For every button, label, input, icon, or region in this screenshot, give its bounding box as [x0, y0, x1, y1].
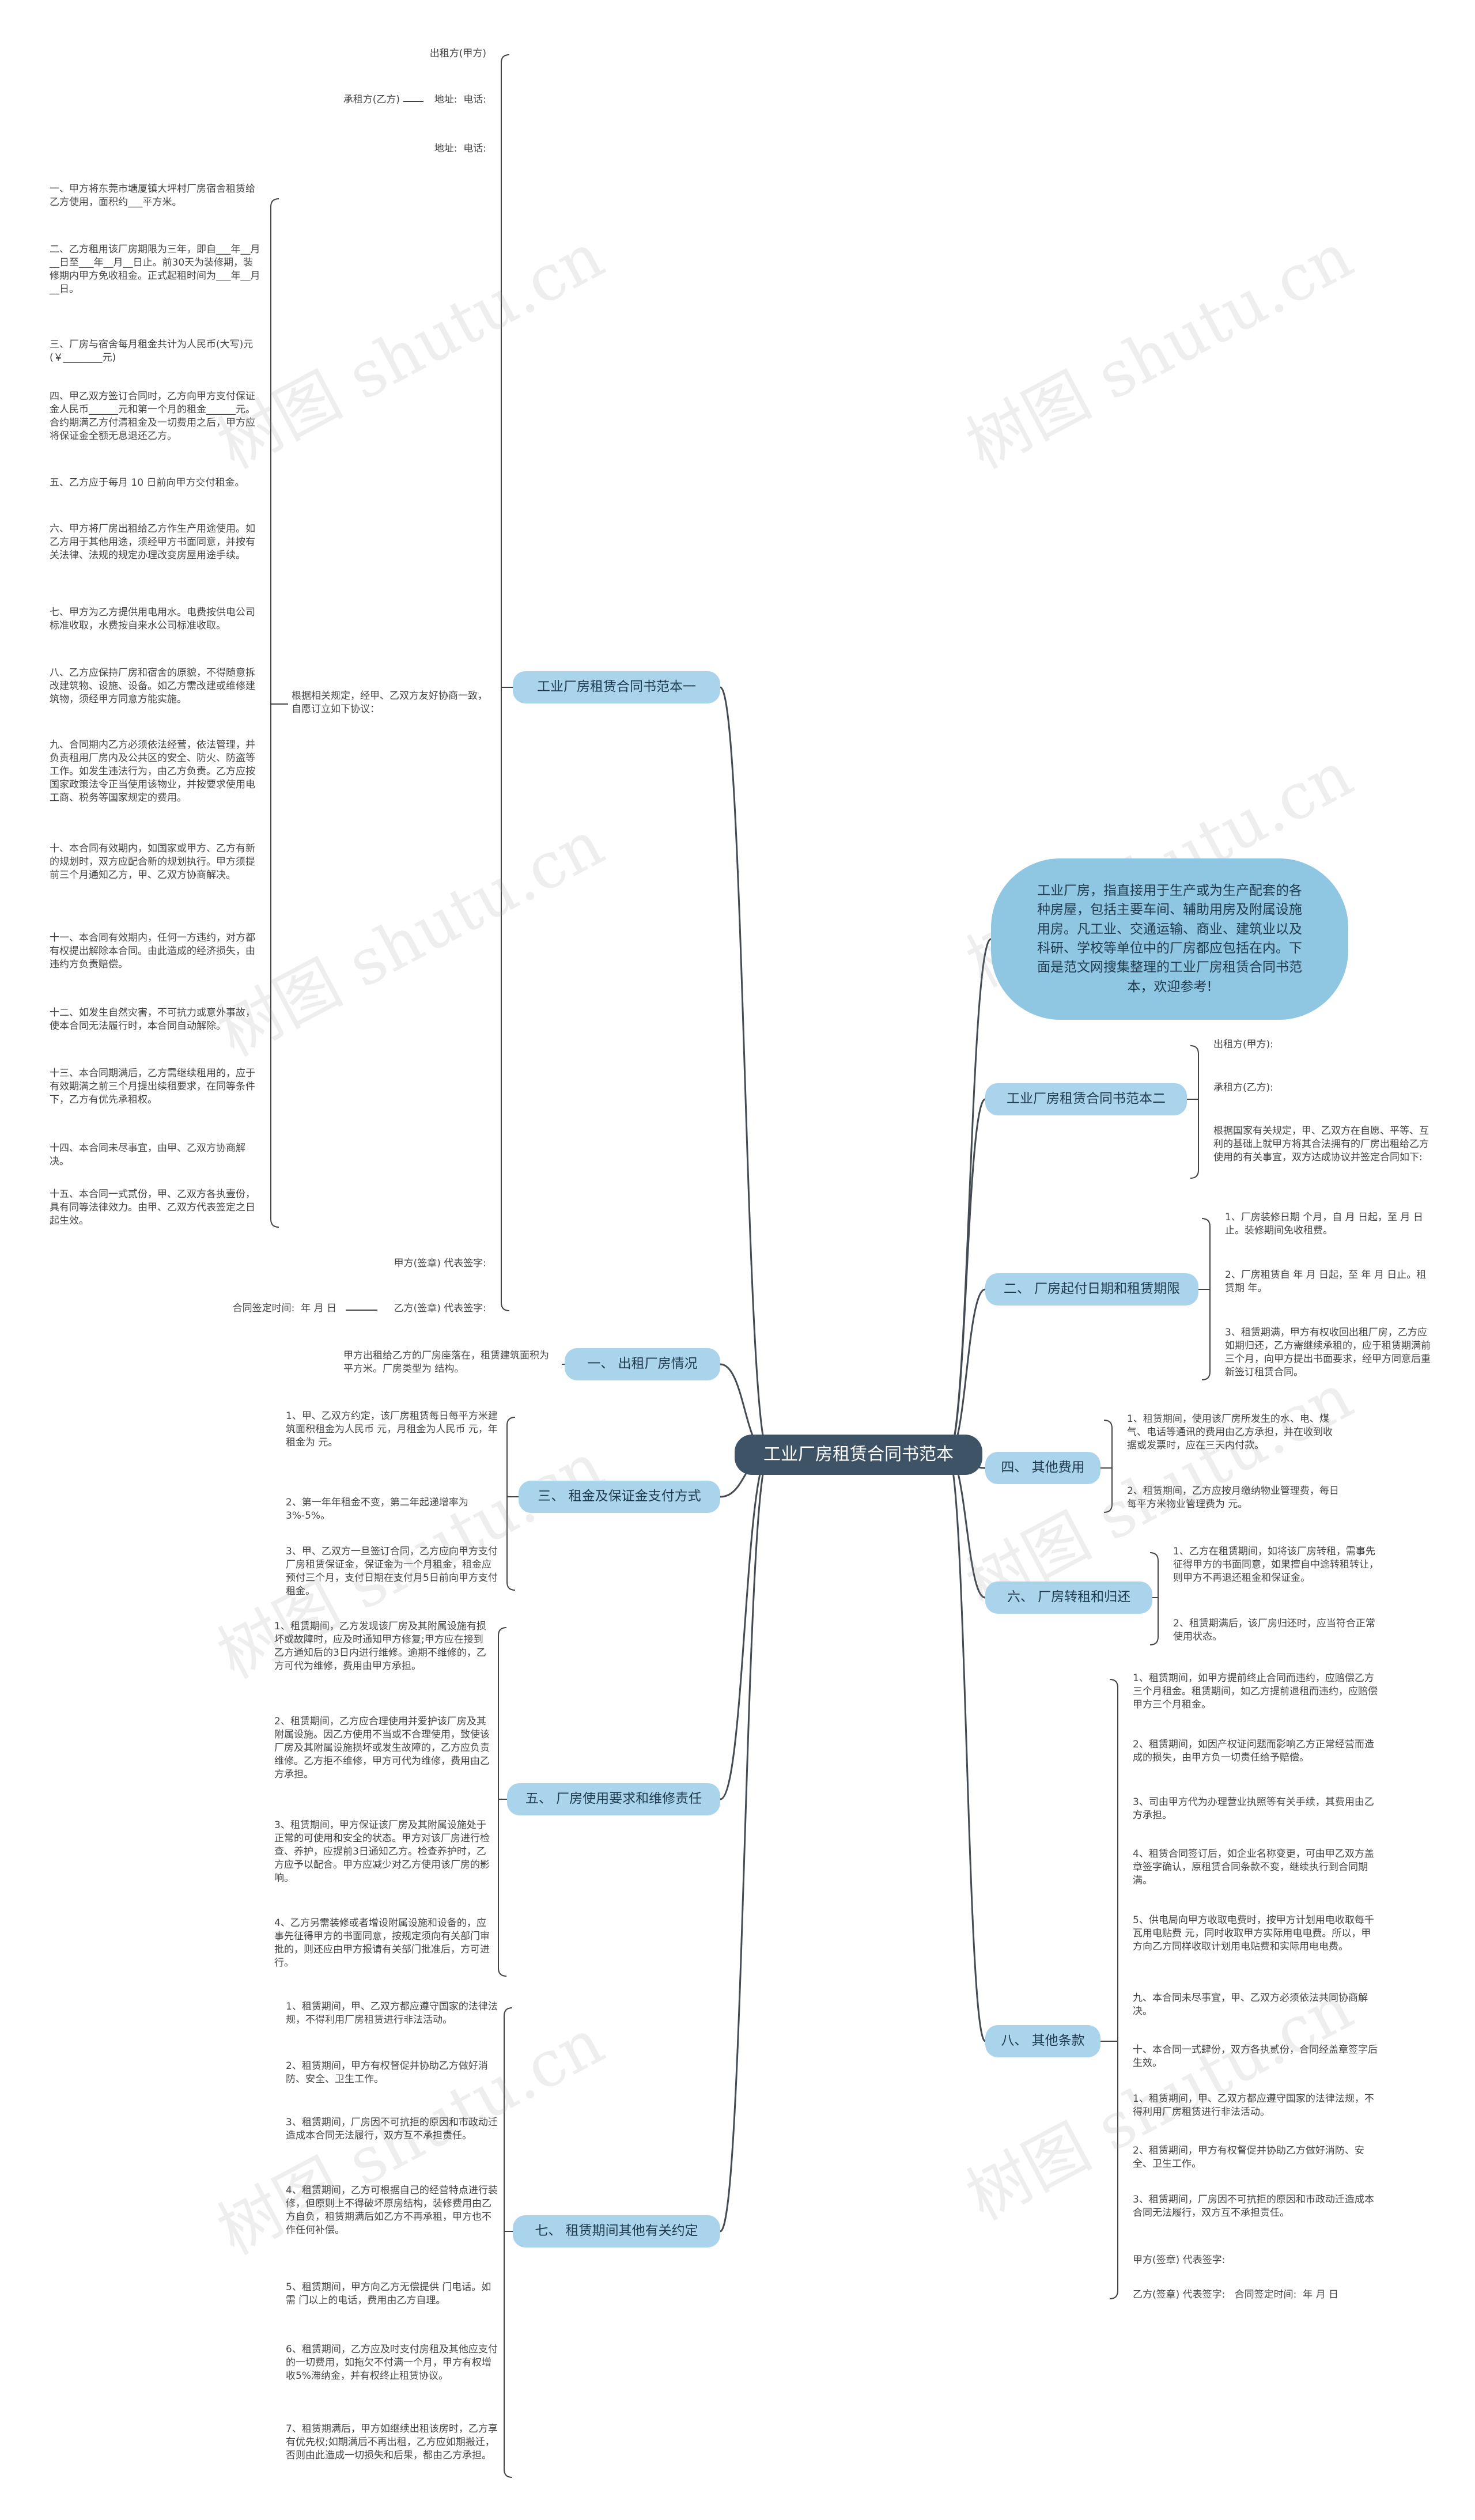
connector-line [1103, 1420, 1113, 1513]
connector-line [720, 1454, 770, 1800]
branch8-item: 2、租赁期间，乙方应按月缴纳物业管理费，每日每平方米物业管理费为 元。 [1127, 1485, 1339, 1510]
branch10-item: 甲方(签章) 代表签字: [1133, 2254, 1226, 2266]
branch10-item: 1、租赁期间，甲、乙双方都应遵守国家的法律法规，不得利用厂房租赁进行非法活动。 [1133, 2093, 1374, 2118]
branch1-clause: 十一、本合同有效期内，任何一方违约，对方都有权提出解除本合同。由此造成的经济损失… [50, 932, 255, 970]
branch1-clause: 十、本合同有效期内，如国家或甲方、乙方有新的规划时，双方应配合新的规划执行。甲方… [50, 843, 255, 881]
connector-line [947, 1288, 986, 1456]
branch10-item: 2、租赁期间，如因产权证问题而影响乙方正常经营而造成的损失，由甲方负一切责任给予… [1133, 1739, 1374, 1764]
branch1-clause: 六、甲方将厂房出租给乙方作生产用途使用。如乙方用于其他用途，须经甲方书面同意，并… [50, 523, 255, 561]
connector-line [1149, 1552, 1159, 1645]
branch2-label[interactable]: 一、 出租厂房情况 [565, 1348, 720, 1380]
connector-line [270, 198, 279, 1228]
branch1-label[interactable]: 工业厂房租赁合同书范本一 [513, 671, 720, 703]
branch10-item: 4、租赁合同签订后，如企业名称变更，可由甲乙双方盖章签字确认，原租赁合同条款不变… [1133, 1848, 1374, 1886]
branch9-item: 2、租赁期满后，该厂房归还时，应当符合正常使用状态。 [1173, 1618, 1375, 1643]
connector-line [1190, 1045, 1199, 1179]
branch1-clause: 十三、本合同期满后，乙方需继续租用的，应于有效期满之前三个月提出续租要求，在同等… [50, 1068, 255, 1106]
branch10-item: 3、司由甲方代为办理营业执照等有关手续，其费用由乙方承担。 [1133, 1796, 1374, 1821]
branch10-label[interactable]: 八、 其他条款 [985, 2025, 1100, 2057]
branch1-clause: 八、乙方应保持厂房和宿舍的原貌，不得随意拆改建筑物、设施、设备。如乙方需改建或维… [50, 667, 255, 705]
branch7-item: 2、厂房租赁自 年 月 日起，至 年 月 日止。租赁期 年。 [1225, 1269, 1427, 1294]
branch7-item: 1、厂房装修日期 个月，自 月 日起，至 月 日止。装修期间免收租费。 [1225, 1212, 1423, 1236]
branch5-item: 3、租赁期间，厂房因不可抗拒的原因和市政动迁造成本合同无法履行，双方互不承担责任… [286, 2117, 498, 2141]
branch7-label[interactable]: 二、 厂房起付日期和租赁期限 [985, 1273, 1198, 1306]
branch5-label[interactable]: 七、 租赁期间其他有关约定 [513, 2215, 720, 2247]
connector-line [504, 2007, 513, 2478]
connector-line [947, 1454, 986, 2042]
branch3-item: 3、甲、乙双方一旦签订合同，乙方应向甲方支付厂房租赁保证金，保证金为一个月租金，… [286, 1546, 498, 1597]
branch1-preface: 根据相关规定，经甲、乙双方友好协商一致，自愿订立如下协议： [292, 690, 487, 715]
branch4-label[interactable]: 五、 厂房使用要求和维修责任 [507, 1783, 720, 1815]
branch3-item: 1、甲、乙双方约定，该厂房租赁每日每平方米建筑面积租金为人民币 元，月租金为人民… [286, 1410, 498, 1448]
branch4-item: 2、租赁期间，乙方应合理使用并爱护该厂房及其附属设施。因乙方使用不当或不合理使用… [274, 1716, 490, 1780]
branch10-item: 1、租赁期间，如甲方提前终止合同而违约，应赔偿乙方三个月租金。租赁期间，如乙方提… [1133, 1673, 1378, 1711]
branch1-lessee: 承租方(乙方) [343, 94, 400, 105]
intro-node: 工业厂房，指直接用于生产或为生产配套的各种房屋，包括主要车间、辅助用房及附属设施… [991, 858, 1348, 1020]
branch1-address2: 地址: 电话: [434, 143, 486, 154]
branch5-item: 5、租赁期间，甲方向乙方无偿提供 门电话。如需 门以上的电话，费用由乙方自理。 [286, 2281, 491, 2306]
connector-line [1109, 1679, 1118, 2299]
branch1-clause: 四、甲乙双方签订合同时，乙方向甲方支付保证金人民币______元和第一个月的租金… [50, 391, 255, 442]
connector-line [719, 686, 770, 1456]
branch1-clause: 七、甲方为乙方提供用电用水。电费按供电公司标准收取，水费按自来水公司标准收取。 [50, 607, 255, 631]
branch5-item: 2、租赁期间，甲方有权督促并协助乙方做好消防、安全、卫生工作。 [286, 2060, 488, 2085]
root-node[interactable]: 工业厂房租赁合同书范本 [735, 1435, 982, 1475]
branch10-item: 乙方(签章) 代表签字: 合同签定时间: 年 月 日 [1133, 2289, 1338, 2300]
branch6-item: 根据国家有关规定，甲、乙双方在自愿、平等、互利的基础上就甲方将其合法拥有的厂房出… [1213, 1125, 1429, 1163]
branch1-clause: 九、合同期内乙方必须依法经营，依法管理，并负责租用厂房内及公共区的安全、防火、防… [50, 739, 255, 804]
branch5-item: 7、租赁期满后，甲方如继续出租该房时，乙方享有优先权;如期满后不再出租，乙方应如… [286, 2423, 498, 2461]
branch10-item: 十、本合同一式肆份，双方各执贰份，合同经盖章签字后生效。 [1133, 2044, 1378, 2069]
connector-line [498, 1627, 507, 1977]
connector-line [501, 54, 510, 1311]
branch1-lessor: 出租方(甲方) [429, 48, 486, 59]
branch1-sign-b: 乙方(签章) 代表签字: [394, 1303, 486, 1314]
branch6-item: 承租方(乙方): [1213, 1082, 1273, 1093]
branch10-item: 3、租赁期间，厂房因不可抗拒的原因和市政动迁造成本合同无法履行，双方互不承担责任… [1133, 2194, 1374, 2219]
branch1-clause: 十二、如发生自然灾害，不可抗力或意外事故，使本合同无法履行时，本合同自动解除。 [50, 1007, 255, 1032]
branch10-item: 5、供电局向甲方收取电费时，按甲方计划用电收取每千瓦用电贴费 元，同时收取甲方实… [1133, 1914, 1374, 1953]
branch1-clause: 二、乙方租用该厂房期限为三年，即自___年__月__日至___年__月__日止。… [50, 244, 260, 295]
branch5-item: 6、租赁期间，乙方应及时支付房租及其他应支付的一切费用，如拖欠不付满一个月，甲方… [286, 2344, 498, 2382]
branch10-item: 九、本合同未尽事宜，甲、乙双方必须依法共同协商解决。 [1133, 1992, 1368, 2017]
branch8-item: 1、租赁期间，使用该厂房所发生的水、电、煤气、电话等通讯的费用由乙方承担，并在收… [1127, 1413, 1333, 1451]
branch10-item: 2、租赁期间，甲方有权督促并协助乙方做好消防、安全、卫生工作。 [1133, 2145, 1364, 2170]
branch8-label[interactable]: 四、 其他费用 [985, 1452, 1100, 1484]
branch4-item: 3、租赁期间，甲方保证该厂房及其附属设施处于正常的可使用和安全的状态。甲方对该厂… [274, 1819, 490, 1884]
branch3-label[interactable]: 三、 租金及保证金支付方式 [519, 1481, 720, 1513]
branch1-clause: 三、厂房与宿舍每月租金共计为人民币(大写)元(￥________元) [50, 339, 254, 364]
connector-line [1201, 1218, 1211, 1380]
branch1-clause: 十四、本合同未尽事宜，由甲、乙双方协商解决。 [50, 1142, 245, 1167]
branch3-item: 2、第一年年租金不变，第二年起递增率为3%-5%。 [286, 1497, 468, 1522]
branch6-item: 出租方(甲方): [1213, 1039, 1273, 1050]
branch6-label[interactable]: 工业厂房租赁合同书范本二 [985, 1083, 1187, 1115]
connector-line [719, 1454, 770, 2233]
branch1-clause: 一、甲方将东莞市塘厦镇大坪村厂房宿舍租赁给乙方使用，面积约___平方米。 [50, 183, 255, 208]
branch1-clause: 十五、本合同一式贰份，甲、乙双方各执壹份，具有同等法律效力。由甲、乙双方代表签定… [50, 1189, 255, 1227]
branch5-item: 1、租赁期间，甲、乙双方都应遵守国家的法律法规，不得利用厂房租赁进行非法活动。 [286, 2001, 498, 2026]
connector-line [947, 938, 992, 1456]
branch1-clause: 五、乙方应于每月 10 日前向甲方交付租金。 [50, 477, 245, 489]
branch5-item: 4、租赁期间，乙方可根据自己的经营特点进行装修，但原则上不得破坏原房结构，装修费… [286, 2185, 498, 2236]
branch7-item: 3、租赁期满，甲方有权收回出租厂房，乙方应如期归还，乙方需继续承租的，应于租赁期… [1225, 1327, 1431, 1378]
branch4-item: 4、乙方另需装修或者增设附属设施和设备的，应事先征得甲方的书面同意，按规定须向有… [274, 1917, 490, 1969]
connector-line [506, 1417, 516, 1591]
branch1-sign-a: 甲方(签章) 代表签字: [394, 1258, 486, 1269]
branch9-label[interactable]: 六、 厂房转租和归还 [985, 1581, 1152, 1614]
branch1-address1: 地址: 电话: [434, 94, 486, 105]
branch4-item: 1、租赁期间，乙方发现该厂房及其附属设施有损坏或故障时，应及时通知甲方修复;甲方… [274, 1621, 486, 1672]
branch1-date: 合同签定时间: 年 月 日 [232, 1303, 336, 1314]
branch9-item: 1、乙方在租赁期间，如将该厂房转租，需事先征得甲方的书面同意，如果擅自中途转租转… [1173, 1546, 1379, 1584]
branch2-item: 甲方出租给乙方的厂房座落在，租赁建筑面积为 平方米。厂房类型为 结构。 [343, 1350, 553, 1375]
